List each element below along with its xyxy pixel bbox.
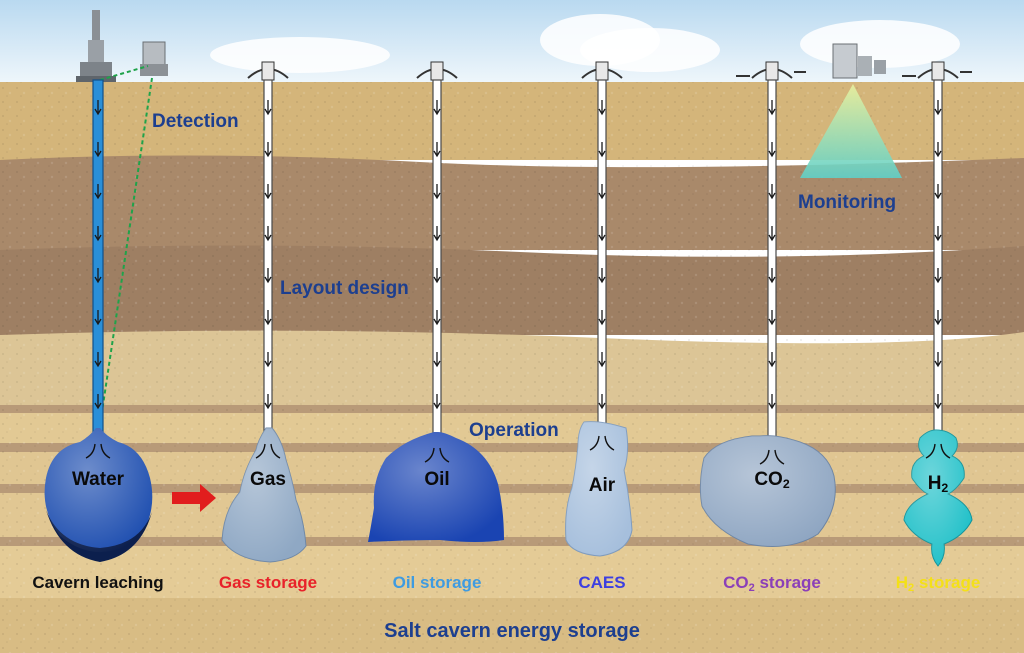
wellhead-icon — [902, 61, 972, 81]
pipe-down-arrow — [768, 394, 776, 410]
pipe-co2 — [767, 79, 777, 439]
pipe-down-arrow — [94, 100, 102, 116]
pipe-down-arrow — [598, 226, 606, 242]
pipe-down-arrow — [94, 184, 102, 200]
pipe-down-arrow — [433, 142, 441, 158]
pipe-down-arrow — [934, 142, 942, 158]
pipe-h2 — [933, 79, 943, 433]
cavern-oil-shape — [368, 432, 504, 542]
label-operation: Operation — [469, 420, 559, 441]
pipe-down-arrow — [768, 310, 776, 326]
clouds — [210, 14, 960, 73]
drilling-rig-icon — [76, 10, 116, 82]
pipe-down-arrow — [934, 100, 942, 116]
pipe-leaching — [92, 79, 104, 433]
pipe-down-arrow — [768, 352, 776, 368]
pipe-down-arrow — [94, 268, 102, 284]
pipe-down-arrow — [433, 268, 441, 284]
pipes — [92, 79, 943, 439]
flow-split-arrow-oil — [424, 447, 450, 463]
cavern-label-co2: CO2 — [754, 469, 790, 492]
pipe-down-arrow — [934, 184, 942, 200]
pipe-down-arrow — [598, 310, 606, 326]
pipe-gas — [263, 79, 273, 433]
flow-split-arrow-leaching — [85, 443, 111, 459]
monitoring-station-icon — [832, 43, 886, 79]
pipe-down-arrow — [598, 184, 606, 200]
pipe-down-arrow — [94, 394, 102, 410]
caption-oil-storage: Oil storage — [392, 573, 482, 592]
caption-caes: CAES — [578, 573, 626, 592]
flow-split-arrow-co2 — [759, 449, 785, 465]
wellhead-icon — [736, 61, 806, 81]
label-detection: Detection — [152, 111, 239, 132]
pipe-down-arrow — [264, 184, 272, 200]
pipe-down-arrow — [598, 352, 606, 368]
monitoring-signal-cone — [800, 84, 902, 178]
progress-arrow-icon — [172, 484, 216, 512]
pipe-down-arrow — [768, 142, 776, 158]
caption-cavern-leaching: Cavern leaching — [32, 573, 164, 592]
pipe-down-arrow — [768, 184, 776, 200]
caption-h2-storage: H2 storage — [895, 573, 981, 594]
pipe-down-arrow — [433, 100, 441, 116]
cavern-co2-shape — [699, 435, 836, 547]
pipe-down-arrow — [598, 100, 606, 116]
label-monitoring: Monitoring — [798, 192, 897, 213]
pipe-down-arrow — [934, 226, 942, 242]
pipe-down-arrow — [598, 142, 606, 158]
pipe-caes — [597, 79, 607, 425]
label-layout-design: Layout design — [280, 278, 409, 299]
cavern-gas-shape — [221, 427, 307, 563]
pipe-down-arrow — [934, 394, 942, 410]
pipe-down-arrow — [433, 184, 441, 200]
pipe-down-arrow — [264, 226, 272, 242]
wellhead-icon — [247, 61, 289, 81]
pipe-down-arrow — [768, 226, 776, 242]
pipe-down-arrow — [264, 394, 272, 410]
pipe-down-arrow — [433, 310, 441, 326]
pipe-down-arrow — [94, 310, 102, 326]
cavern-h2-shape — [903, 429, 973, 567]
pipe-down-arrow — [264, 100, 272, 116]
pipe-oil — [432, 79, 442, 437]
caption-co2-storage: CO2 storage — [723, 573, 821, 594]
flow-split-arrow-caes — [589, 435, 615, 451]
flow-arrows — [85, 435, 951, 465]
wellhead-icon — [416, 61, 458, 81]
pipe-down-arrow — [264, 352, 272, 368]
pipe-down-arrow — [934, 352, 942, 368]
pipe-down-arrow — [264, 142, 272, 158]
detection-device-icon — [99, 41, 168, 426]
cavern-water-shape — [44, 428, 153, 562]
cavern-label-gas: Gas — [250, 469, 286, 490]
pipe-down-arrow — [264, 268, 272, 284]
pipe-down-arrow — [598, 268, 606, 284]
cavern-label-h2: H2 — [927, 473, 949, 496]
pipe-down-arrow — [94, 142, 102, 158]
pipe-down-arrow — [768, 268, 776, 284]
pipe-down-arrow — [264, 310, 272, 326]
pipe-down-arrow — [94, 352, 102, 368]
pipe-down-arrow — [433, 394, 441, 410]
flow-split-arrow-h2 — [925, 443, 951, 459]
pipe-down-arrow — [768, 100, 776, 116]
pipe-down-arrow — [934, 268, 942, 284]
pipe-down-arrow — [94, 226, 102, 242]
pipe-down-arrow — [433, 352, 441, 368]
wellheads — [247, 61, 972, 81]
caption-gas-storage: Gas storage — [218, 573, 318, 592]
cavern-label-water: Water — [71, 469, 125, 490]
pipe-down-arrow — [934, 310, 942, 326]
cavern-air-shape — [565, 421, 633, 557]
pipe-down-arrow — [433, 226, 441, 242]
flow-split-arrow-gas — [255, 443, 281, 459]
footer-title: Salt cavern energy storage — [384, 620, 640, 642]
cavern-label-air: Air — [588, 475, 616, 496]
cavern-label-oil: Oil — [424, 469, 450, 490]
pipe-down-arrow — [598, 394, 606, 410]
